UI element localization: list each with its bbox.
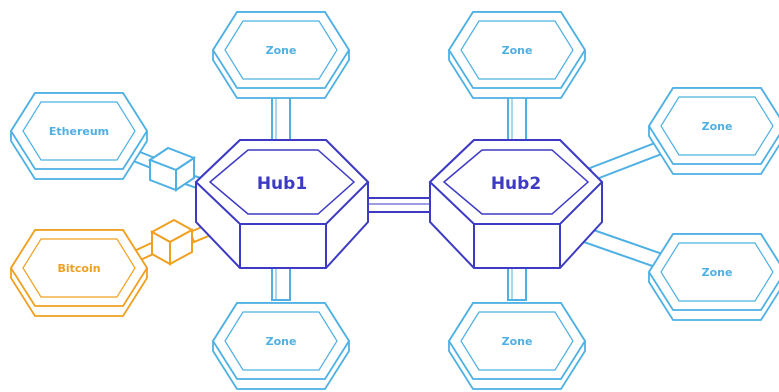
bitcoin-peg-box: [149, 218, 195, 266]
hub1-label: Hub1: [257, 174, 307, 194]
zone-hub2-bottom: Zone: [447, 302, 587, 390]
zone-hub2-right-lower: Zone: [647, 233, 779, 321]
connector-hub1-top-zone: [271, 91, 291, 141]
zone-hub2-bottom-label: Zone: [502, 335, 533, 348]
hub2-inner-hexagon: [442, 149, 590, 215]
zone-hub2-top-label: Zone: [502, 44, 533, 57]
zone-hub1-bottom: Zone: [211, 302, 351, 390]
zone-ethereum: Ethereum: [9, 92, 149, 180]
hub2-label: Hub2: [491, 174, 541, 194]
zone-hub2-right-upper: Zone: [647, 87, 779, 175]
hub1-inner-hexagon: [208, 149, 356, 215]
hub1: Hub1: [194, 139, 370, 269]
zone-hub2-top: Zone: [447, 11, 587, 99]
connector-hub2-top-zone: [507, 91, 527, 141]
zone-hub2-right-lower-label: Zone: [702, 266, 733, 279]
zone-bitcoin: Bitcoin: [9, 229, 149, 317]
zone-hub1-bottom-label: Zone: [266, 335, 297, 348]
hub2: Hub2: [428, 139, 604, 269]
zone-ethereum-label: Ethereum: [49, 125, 109, 138]
zone-hub2-right-upper-label: Zone: [702, 120, 733, 133]
zone-bitcoin-label: Bitcoin: [57, 262, 100, 275]
ethereum-peg-box: [147, 146, 197, 192]
connector-hub1-hub2: [363, 197, 435, 213]
zone-hub1-top: Zone: [211, 11, 351, 99]
zone-hub1-top-label: Zone: [266, 44, 297, 57]
